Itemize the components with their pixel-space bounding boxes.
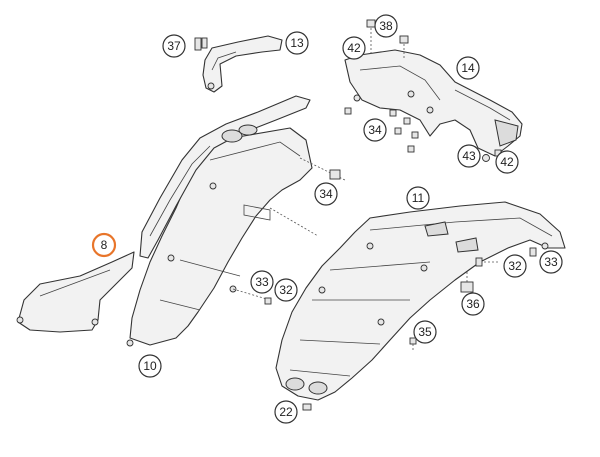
screw-part-37 [194,37,208,51]
svg-text:42: 42 [500,155,514,169]
callout-34-mid: 34 [314,182,338,206]
svg-text:32: 32 [279,283,293,297]
callout-33-left: 33 [250,270,274,294]
callout-32-left: 32 [274,278,298,302]
svg-text:35: 35 [418,325,432,339]
callout-34-top: 34 [363,118,387,142]
svg-text:14: 14 [461,61,475,75]
svg-text:34: 34 [368,123,382,137]
side-trim-part-8 [16,95,311,333]
inner-side-cover-part [126,127,346,347]
callout-42-right: 42 [495,150,519,174]
svg-text:38: 38 [379,19,393,33]
callout-8: 8 [91,232,117,258]
grab-handle-part [202,35,283,93]
callout-33-right: 33 [539,250,563,274]
fasteners-lower [264,247,537,411]
callout-38: 38 [374,14,398,38]
svg-text:42: 42 [347,41,361,55]
svg-text:33: 33 [255,275,269,289]
callout-13: 13 [285,31,309,55]
callout-14: 14 [456,56,480,80]
rear-bracket-part [344,49,523,157]
callout-43: 43 [457,144,481,168]
nut-part-34 [329,169,341,180]
svg-text:22: 22 [279,405,293,419]
svg-text:34: 34 [319,187,333,201]
callout-37: 37 [162,34,186,58]
callout-42-top: 42 [342,36,366,60]
svg-text:32: 32 [508,259,522,273]
bolts-top-right [344,19,502,162]
svg-text:10: 10 [143,359,157,373]
rear-fender-part [275,201,566,401]
svg-text:8: 8 [101,238,108,252]
callout-35: 35 [413,320,437,344]
callout-22: 22 [274,400,298,424]
callout-11: 11 [406,186,430,210]
svg-text:43: 43 [462,149,476,163]
svg-text:33: 33 [544,255,558,269]
svg-text:36: 36 [466,297,480,311]
callout-10: 10 [138,354,162,378]
svg-text:13: 13 [290,36,304,50]
svg-text:11: 11 [412,191,425,205]
callout-32-right: 32 [503,254,527,278]
callout-36: 36 [461,292,485,316]
svg-text:37: 37 [167,39,181,53]
